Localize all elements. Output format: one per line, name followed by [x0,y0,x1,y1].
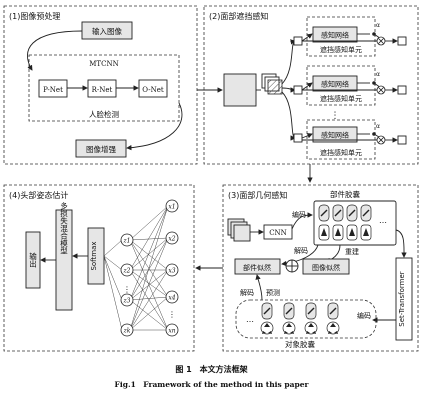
onet-label: O-Net [142,86,164,94]
svg-text:x4: x4 [168,295,175,302]
feature-map-stack [267,79,283,95]
svg-text:x3: x3 [168,268,175,275]
object-capsule-label: 对象胶囊 [285,339,315,349]
object-dots: … [246,315,254,324]
mtcnn-label: MTCNN [89,60,118,68]
svg-text:α: α [376,123,380,130]
caption-cn: 图 1 本文方法框架 [175,364,247,374]
z-node-k: zk [120,323,134,337]
predict-label: 预测 [266,288,280,297]
occlusion-unit-3: 感知网络 遮挡感知单元 α [293,119,407,160]
object-capsule-group: … [235,299,377,349]
network-label-1: 感知网络 [321,31,349,40]
headpose-title: (4)头部姿态估计 [9,190,68,200]
svg-text:z1: z1 [123,238,131,245]
softmax-label: Softmax [90,241,98,270]
x-node-3: x3 [165,263,179,277]
x-node-2: x2 [165,231,179,245]
pnet-label: P-Net [43,86,63,94]
encode-label-2: 编码 [357,311,371,320]
rnet-label: R-Net [92,86,113,94]
svg-text:z2: z2 [123,268,131,275]
occlusion-title: (2)面部遮挡感知 [209,11,268,21]
enhance-box [75,139,127,158]
x-node-1: x1 [165,199,179,213]
image-likelihood-label: 图像似然 [312,263,340,272]
caption-en: Fig.1 Framework of the method in this pa… [115,380,310,389]
occlusion-unit-2: 感知网络 遮挡感知单元 α [293,65,407,106]
unit-label-3: 遮挡感知单元 [320,148,362,157]
svg-text:x2: x2 [168,236,175,243]
svg-text:α: α [376,22,380,29]
cnn-box [263,224,293,240]
nn-edges [103,205,169,331]
svg-text:zk: zk [123,328,131,335]
input-image-box [81,21,133,40]
input-stack [233,224,251,242]
headpose-panel: (4)头部姿态估计 输出 多损失混合模型 Softmax z1 z2 ⋮ zk … [3,184,195,352]
decode-label-1: 解码 [294,246,308,255]
part-likelihood-label: 部件似然 [243,263,271,272]
enhance-label: 图像增强 [86,144,116,154]
part-likelihood-box [234,258,281,275]
rebuild-label: 重建 [345,247,359,256]
unit-label-2: 遮挡感知单元 [320,94,362,103]
face-detect-label: 人脸检测 [89,109,119,119]
output-box [25,231,41,289]
set-transformer-label: Set-Transformer [398,271,406,327]
preprocess-panel: (1)图像预处理 输入图像 MTCNN P-Net R-Net O-Net 人脸… [3,5,198,165]
mtcnn-box [28,54,180,122]
svg-text:α: α [376,71,380,78]
encode-label-1: 编码 [292,210,306,219]
x-node-n: xn [165,323,179,337]
pnet-box [38,79,68,98]
z-node-1: z1 [120,233,134,247]
svg-text:xn: xn [168,328,175,335]
image-likelihood-box [302,258,350,275]
z-dots: ⋮ [123,285,131,294]
cnn-label: CNN [269,229,287,237]
output-label: 输出 [28,251,37,268]
network-label-2: 感知网络 [321,80,349,89]
geometry-title: (3)面部几何感知 [228,190,287,200]
z-node-mid: z3 [120,293,134,307]
face-crop [223,73,257,107]
occlusion-panel: (2)面部遮挡感知 感知网络 遮挡感知单元 α [203,5,419,165]
parts-dots: … [379,216,387,225]
x-dots: ⋮ [168,310,176,319]
x-node-4: x4 [165,290,179,304]
svg-text:x1: x1 [168,204,175,211]
vertical-dots: ⋮ [331,111,340,121]
rnet-box [87,79,117,98]
svg-text:z3: z3 [123,298,131,305]
mixture-model-label: 多损失混合模型 [59,200,68,254]
geometry-panel: (3)面部几何感知 部件胶囊 CNN 编码 [222,184,419,352]
parts-capsule-label: 部件胶囊 [330,189,360,199]
set-transformer-box [395,257,413,341]
unit-label-1: 遮挡感知单元 [320,45,362,54]
network-label-3: 感知网络 [321,131,349,140]
input-image-label: 输入图像 [92,26,122,36]
preprocess-title: (1)图像预处理 [9,11,60,21]
onet-box [138,79,168,98]
occlusion-unit-1: 感知网络 遮挡感知单元 α [293,16,407,57]
decode-label-2: 解码 [240,288,254,297]
z-node-2: z2 [120,263,134,277]
parts-capsule-group: … [313,200,397,246]
